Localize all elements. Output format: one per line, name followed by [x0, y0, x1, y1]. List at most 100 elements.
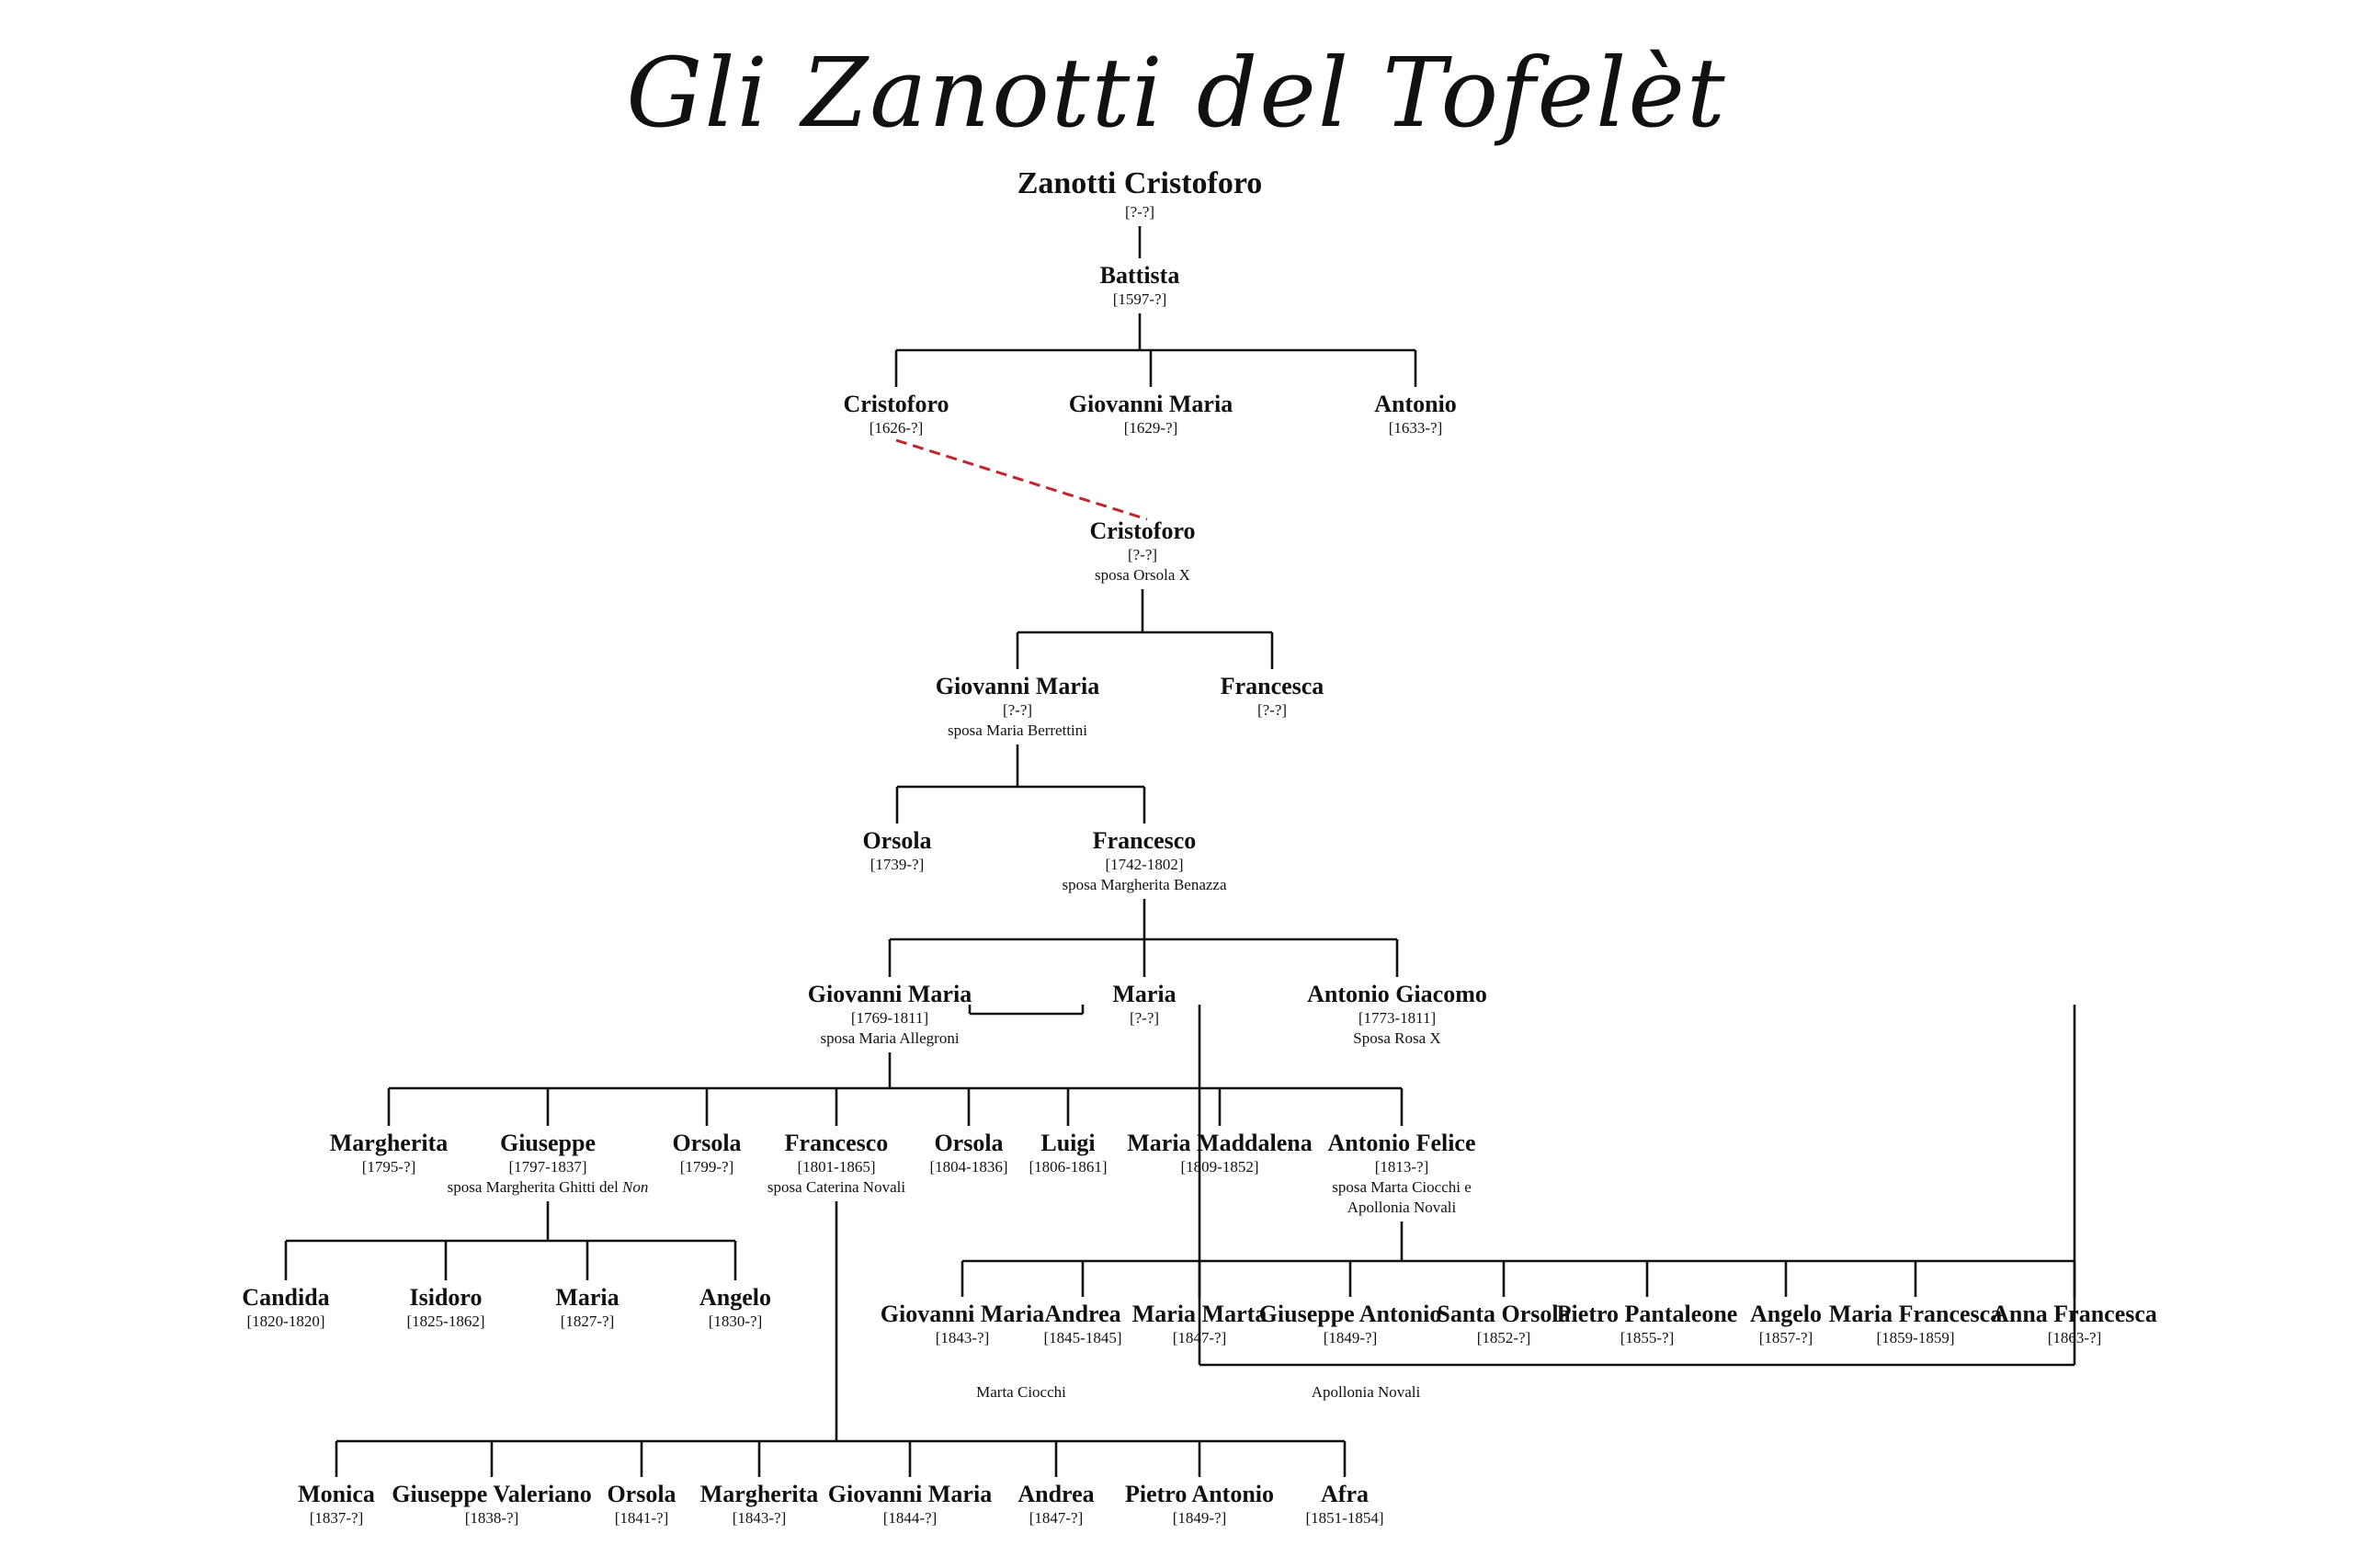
person-name: Orsola [607, 1481, 676, 1507]
tree-title: Gli Zanotti del Tofelèt [626, 37, 1727, 149]
person-dates: [1797-1837] [508, 1158, 587, 1176]
person-node: Francesco[1801-1865]sposa Caterina Noval… [767, 1130, 905, 1198]
person-node: Francesco [1742-1802] sposa Margherita Ben… [1062, 827, 1226, 895]
person-name: Antonio Felice [1327, 1130, 1476, 1156]
person-node: Anna Francesca[1863-?] [1992, 1301, 2157, 1348]
person-name: Pietro Antonio [1124, 1481, 1275, 1507]
person-name: Giovanni Maria [807, 981, 972, 1007]
person-dates: [1629-?] [1123, 419, 1178, 437]
person-dates: [1843-?] [732, 1509, 787, 1527]
person-node: Zanotti Cristoforo[?-?] [1017, 165, 1263, 222]
person-name: Giovanni Maria [1068, 391, 1233, 417]
person-spouse: sposa Orsola X [1095, 566, 1190, 584]
person-node: Pietro Pantaleone [1855-?] [1557, 1301, 1738, 1348]
person-node: Cristoforo [?-?] sposa Orsola X [1089, 517, 1195, 585]
person-node: Giovanni Maria [?-?] sposa Maria Berrettin… [936, 673, 1099, 741]
person-name: Francesco [1092, 827, 1197, 854]
person-node: Monica[1837-?] [298, 1481, 375, 1528]
person-name: Maria Maddalena [1127, 1130, 1313, 1156]
person-spouse: Sposa Rosa X [1353, 1029, 1441, 1047]
person-name: Maria Marta [1131, 1301, 1267, 1327]
person-dates: [1626-?] [869, 419, 924, 437]
person-node: Antonio Felice[1813-?]sposa Marta Ciocch… [1327, 1130, 1475, 1218]
person-dates: [1849-?] [1172, 1509, 1227, 1527]
person-dates: [1855-?] [1620, 1329, 1675, 1346]
person-dates: [?-?] [1002, 701, 1033, 719]
person-node: Margherita [1843-?] [700, 1481, 819, 1528]
person-name: Giovanni Maria [880, 1301, 1045, 1327]
person-node: Maria Maddalena [1809-1852] [1127, 1130, 1313, 1177]
person-dates: [1845-1845] [1043, 1329, 1122, 1346]
person-name: Giuseppe Valeriano [392, 1481, 592, 1507]
person-name: Francesco [784, 1130, 889, 1156]
person-name: Anna Francesca [1992, 1301, 2157, 1327]
person-name: Pietro Pantaleone [1556, 1301, 1738, 1327]
person-node: Orsola[1799-?] [672, 1130, 741, 1177]
person-name: Margherita [329, 1130, 449, 1156]
person-name: Cristoforo [843, 391, 949, 417]
person-name: Angelo [1750, 1301, 1822, 1327]
person-spouse: sposa Marta Ciocchi e Apollonia Novali [1332, 1178, 1472, 1216]
person-node: Giovanni Maria [1629-?] [1069, 391, 1233, 438]
person-spouse: sposa Margherita Ghitti del Non [447, 1178, 649, 1196]
person-name: Maria Francesca [1828, 1301, 2003, 1327]
person-dates: [?-?] [1256, 701, 1288, 719]
person-node: Orsola [1739-?] [862, 827, 931, 875]
person-name: Orsola [672, 1130, 742, 1156]
person-node: Giuseppe[1797-1837]sposa Margherita Ghit… [448, 1130, 649, 1198]
person-name: Giuseppe Antonio [1258, 1301, 1442, 1327]
person-spouse: sposa Maria Berrettini [947, 722, 1087, 739]
person-node: Maria Marta[1847-?] [1132, 1301, 1267, 1348]
person-dates: [1851-1854] [1305, 1509, 1384, 1527]
person-name: Antonio [1374, 391, 1457, 417]
person-dates: [1843-?] [935, 1329, 990, 1346]
person-dates: [1830-?] [708, 1312, 763, 1330]
person-name: Orsola [862, 827, 932, 854]
person-dates: [1804-1836] [929, 1158, 1008, 1176]
person-dates: [1837-?] [309, 1509, 364, 1527]
person-name: Maria [555, 1284, 620, 1311]
person-dates: [1742-1802] [1105, 856, 1184, 873]
person-node: Giovanni Maria[1844-?] [828, 1481, 992, 1528]
mother-group-label: Apollonia Novali [1311, 1383, 1421, 1401]
person-dates: [1795-?] [361, 1158, 416, 1176]
person-name: Cristoforo [1089, 517, 1196, 544]
person-dates: [1857-?] [1758, 1329, 1813, 1346]
person-name: Battista [1099, 262, 1180, 289]
person-dates: [1841-?] [614, 1509, 669, 1527]
person-dates: [1859-1859] [1876, 1329, 1955, 1346]
person-spouse: sposa Margherita Benazza [1062, 876, 1227, 893]
person-name: Giovanni Maria [935, 673, 1100, 699]
person-node: Orsola [1804-1836] [930, 1130, 1008, 1177]
person-node: Angelo[1830-?] [699, 1284, 771, 1332]
person-dates: [1769-1811] [850, 1009, 929, 1027]
person-node: Giovanni Maria [1843-?] [881, 1301, 1044, 1348]
person-dates: [?-?] [1127, 546, 1158, 563]
person-node: Maria[1827-?] [555, 1284, 619, 1332]
person-name: Afra [1321, 1481, 1369, 1507]
person-dates: [1739-?] [870, 856, 925, 873]
person-name: Candida [242, 1284, 330, 1311]
person-node: Giuseppe Antonio [1849-?] [1259, 1301, 1442, 1348]
person-node: Pietro Antonio [1849-?] [1125, 1481, 1274, 1528]
person-name: Orsola [934, 1130, 1004, 1156]
person-dates: [1809-1852] [1180, 1158, 1259, 1176]
person-node: Afra [1851-1854] [1306, 1481, 1384, 1528]
person-node: Antonio[1633-?] [1374, 391, 1457, 438]
person-dates: [?-?] [1129, 1009, 1160, 1027]
person-dates: [1597-?] [1112, 290, 1167, 308]
person-dates: [1849-?] [1323, 1329, 1378, 1346]
person-node: Isidoro[1825-1862] [407, 1284, 485, 1332]
person-node: Angelo [1857-?] [1750, 1301, 1822, 1348]
person-dates: [1838-?] [464, 1509, 519, 1527]
person-dates: [1801-1865] [797, 1158, 876, 1176]
person-node: Giuseppe Valeriano [1838-?] [392, 1481, 591, 1528]
person-node: Cristoforo [1626-?] [843, 391, 949, 438]
person-node: Maria[?-?] [1112, 981, 1176, 1028]
person-dates: [1806-1861] [1029, 1158, 1108, 1176]
person-name: Margherita [699, 1481, 819, 1507]
person-node: Andrea[1845-1845] [1044, 1301, 1122, 1348]
mother-group-label: Marta Ciocchi [976, 1383, 1066, 1401]
